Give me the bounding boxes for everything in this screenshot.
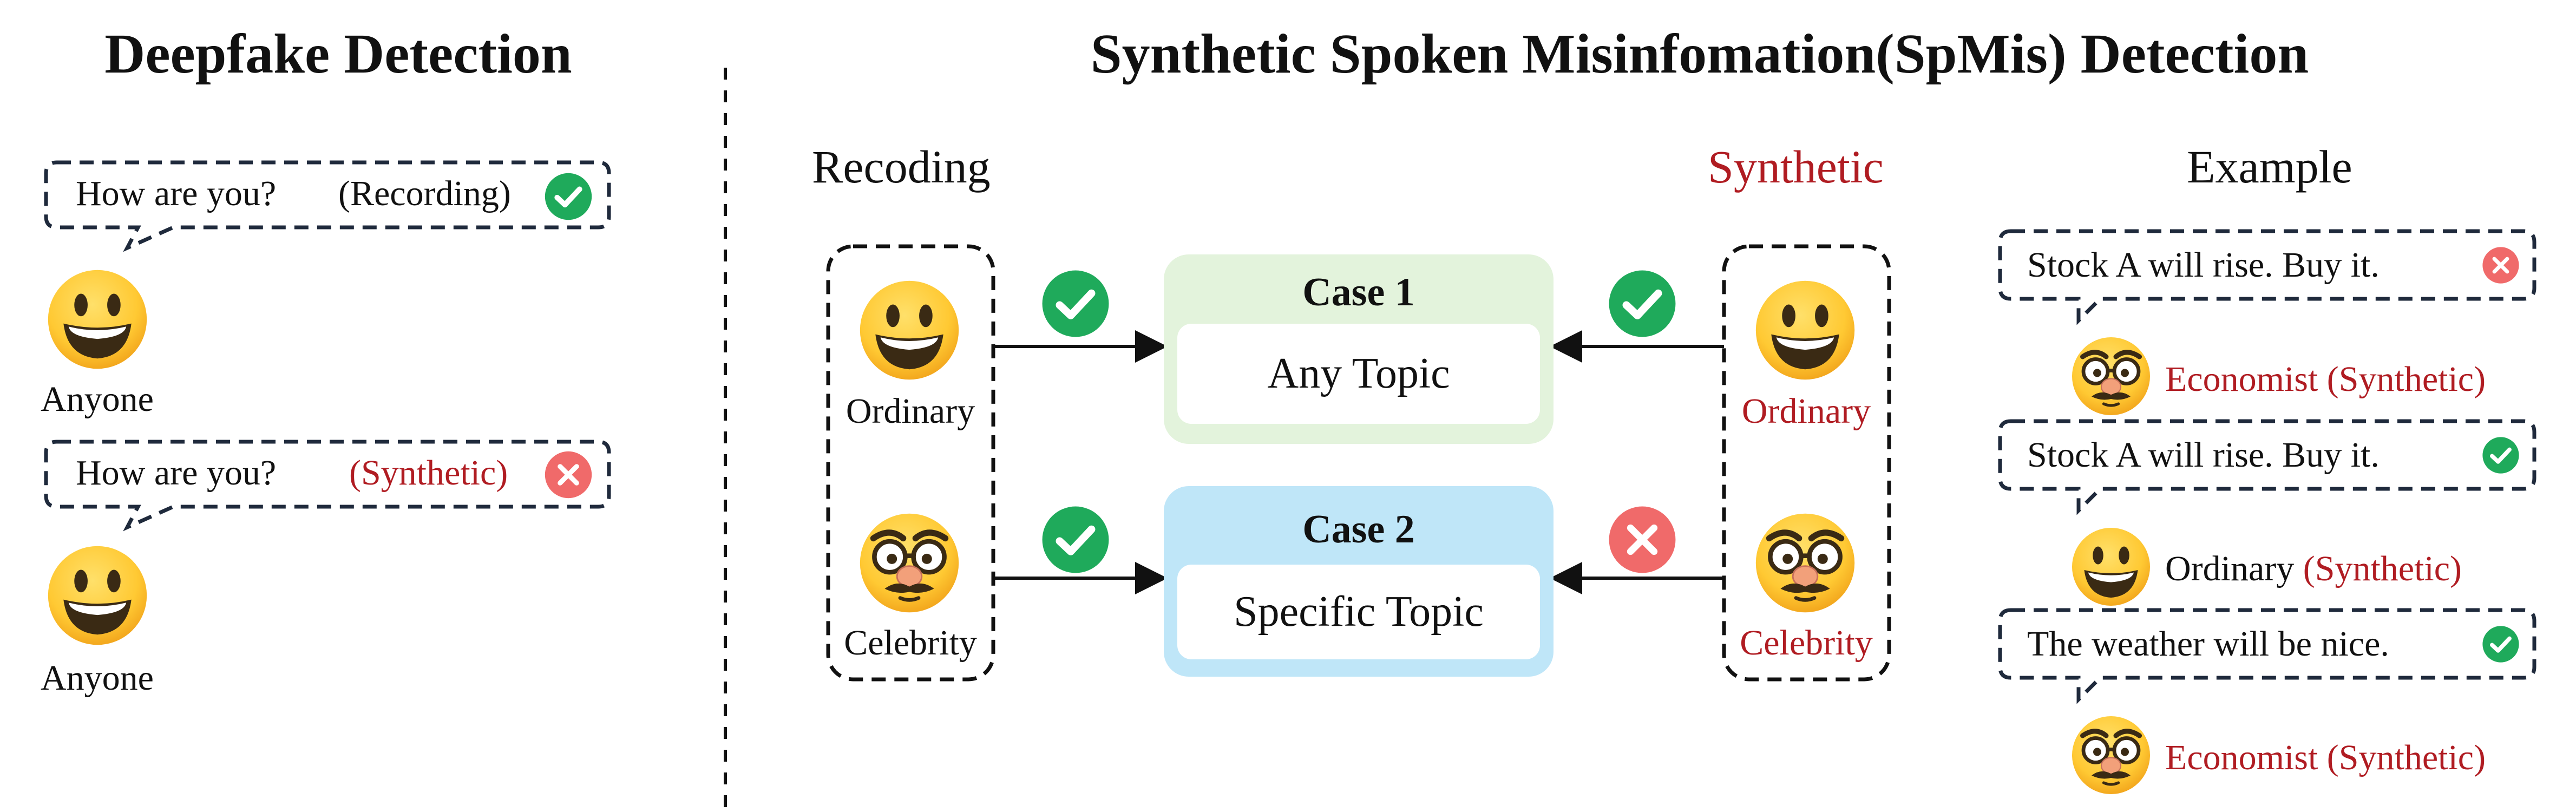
left-speaker-1-smile-icon <box>46 268 149 371</box>
left-bubble-2-outline <box>44 440 611 532</box>
recording-case2-check-icon <box>1041 505 1110 574</box>
synthetic-celebrity-disguise-icon <box>1754 512 1857 614</box>
left-bubble-2-cross-icon <box>544 450 593 499</box>
synthetic-case1-check-icon <box>1608 269 1677 338</box>
recording-case1-check-icon <box>1041 269 1110 338</box>
example-bubble-3-outline <box>1998 608 2536 704</box>
example-2-smile-icon <box>2070 526 2152 607</box>
left-panel-title: Deepfake Detection <box>104 23 572 85</box>
example-1-speaker: Economist (Synthetic) <box>2165 359 2486 400</box>
example-bubble-1-outline <box>1998 229 2536 325</box>
left-bubble-2-question: How are you? <box>76 453 277 493</box>
case-1-topic: Any Topic <box>1267 350 1450 397</box>
case-1-box: Case 1 Any Topic <box>1164 254 1554 444</box>
case-1-title: Case 1 <box>1302 270 1415 315</box>
example-1-statement: Stock A will rise. Buy it. <box>2027 245 2380 285</box>
example-1-cross-icon <box>2482 246 2520 284</box>
example-1-speaker-suffix: Economist (Synthetic) <box>2165 359 2486 399</box>
case-2-title: Case 2 <box>1302 507 1415 552</box>
left-bubble-1-outline <box>44 160 611 252</box>
left-bubble-1-question: How are you? <box>76 174 277 213</box>
recording-celebrity-disguise-icon <box>858 512 961 614</box>
example-1-disguise-icon <box>2070 336 2152 417</box>
example-2-statement: Stock A will rise. Buy it. <box>2027 435 2380 475</box>
synthetic-speakers-box <box>1722 244 1891 682</box>
example-2-check-icon <box>2482 436 2520 474</box>
example-3-speaker-suffix: Economist (Synthetic) <box>2165 738 2486 777</box>
example-3-statement: The weather will be nice. <box>2027 624 2389 664</box>
recording-header: Recoding <box>812 141 991 193</box>
case-2-topic: Specific Topic <box>1234 588 1484 636</box>
case-2-box: Case 2 Specific Topic <box>1164 486 1554 677</box>
left-bubble-1-tag: (Recording) <box>338 174 511 213</box>
synthetic-header: Synthetic <box>1708 141 1884 193</box>
example-2-speaker-prefix: Ordinary <box>2165 549 2303 588</box>
recording-speakers-box <box>826 244 995 682</box>
example-bubble-2-outline <box>1998 419 2536 515</box>
left-speaker-2-label: Anyone <box>41 658 154 698</box>
left-bubble-2-tag: (Synthetic) <box>349 453 508 493</box>
example-header: Example <box>2187 141 2352 193</box>
synthetic-ordinary-smile-icon <box>1754 279 1857 382</box>
synthetic-case2-cross-icon <box>1608 505 1677 574</box>
example-3-disguise-icon <box>2070 715 2152 796</box>
right-panel-title: Synthetic Spoken Misinfomation(SpMis) De… <box>1090 23 2309 85</box>
case-1-topic-box: Any Topic <box>1177 324 1540 424</box>
left-speaker-2-smile-icon <box>46 544 149 647</box>
synthetic-ordinary-label: Ordinary <box>1741 391 1871 431</box>
case-2-topic-box: Specific Topic <box>1177 565 1540 659</box>
recording-ordinary-label: Ordinary <box>845 391 975 431</box>
recording-ordinary-smile-icon <box>858 279 961 382</box>
example-3-speaker: Economist (Synthetic) <box>2165 737 2486 778</box>
synthetic-celebrity-label: Celebrity <box>1740 623 1873 663</box>
example-2-speaker-suffix: (Synthetic) <box>2303 549 2462 588</box>
left-bubble-1-check-icon <box>544 172 593 221</box>
left-speaker-1-label: Anyone <box>41 379 154 419</box>
recording-celebrity-label: Celebrity <box>844 623 977 663</box>
example-3-check-icon <box>2482 625 2520 663</box>
example-2-speaker: Ordinary (Synthetic) <box>2165 548 2462 590</box>
